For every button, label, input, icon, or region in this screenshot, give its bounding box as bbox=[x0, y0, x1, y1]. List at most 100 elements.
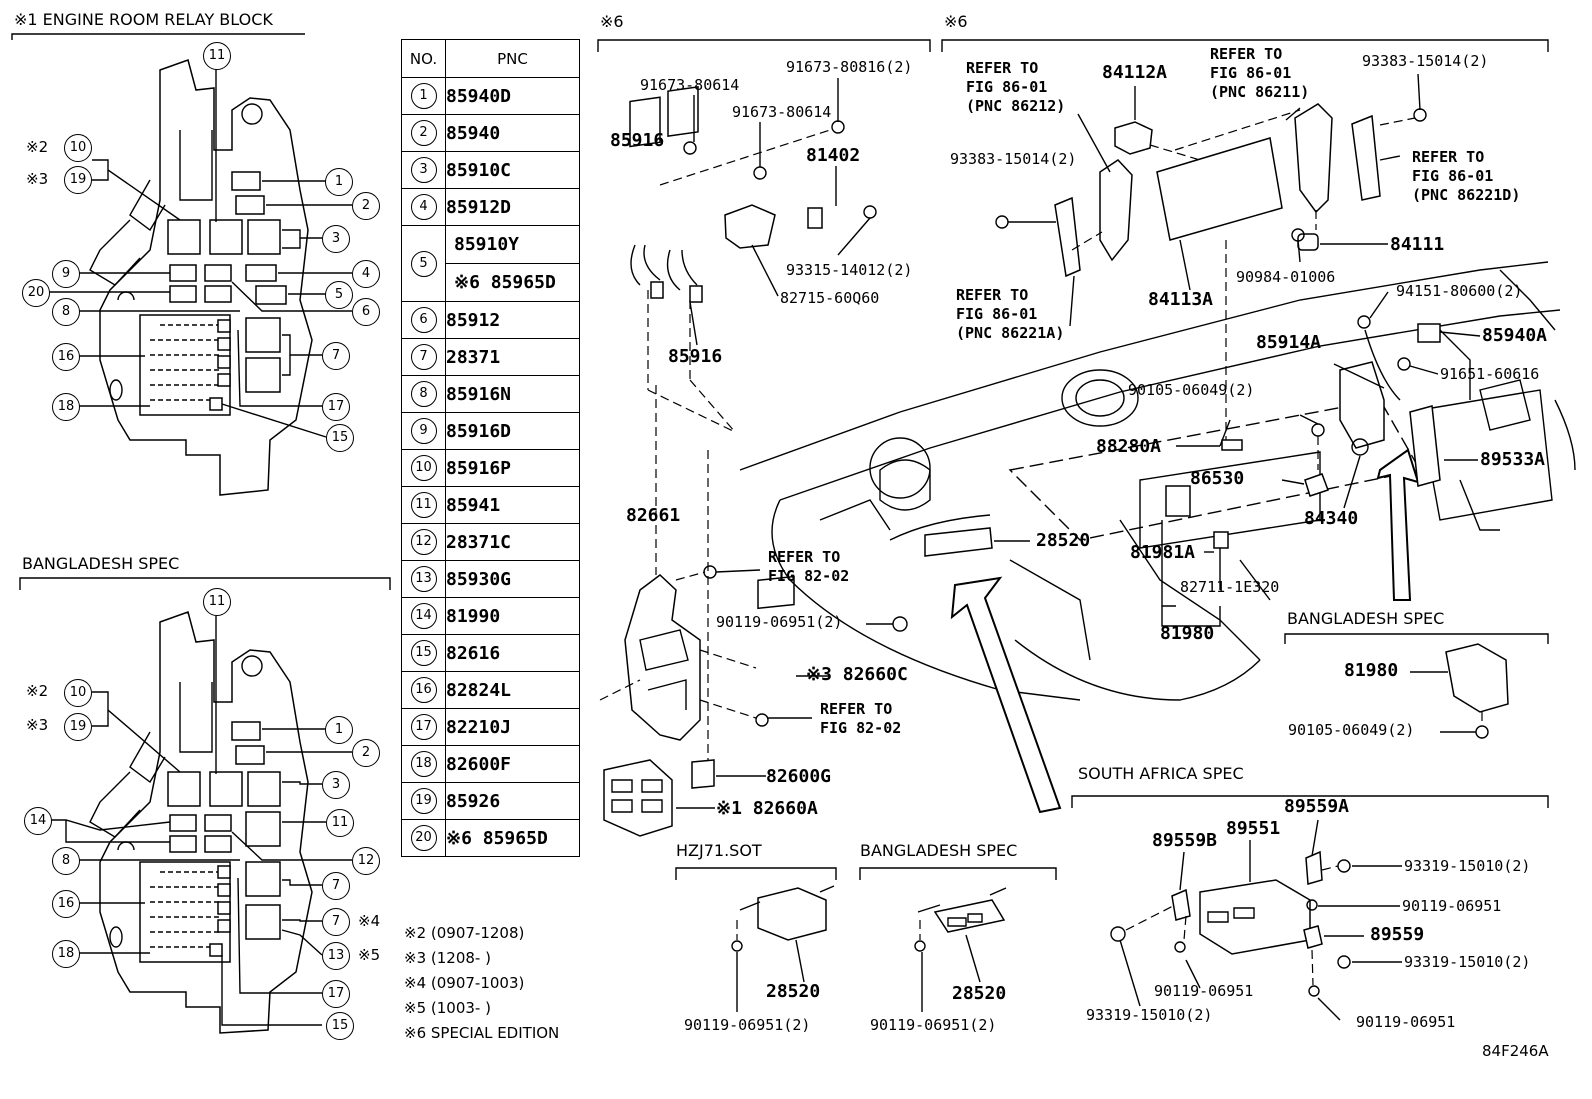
part-label: 84111 bbox=[1390, 234, 1445, 255]
callout-mark-4: ※4 bbox=[358, 912, 381, 930]
callout-17: 17 bbox=[322, 980, 350, 1008]
table-row: 12 28371C bbox=[401, 523, 580, 561]
row-number: 19 bbox=[410, 788, 437, 814]
part-label: 91651-60616 bbox=[1440, 365, 1540, 383]
callout-11: 11 bbox=[203, 588, 231, 616]
callout-mark-2: ※2 bbox=[26, 682, 49, 700]
table-row: 17 82210J bbox=[401, 708, 580, 746]
part-label: 88280A bbox=[1096, 436, 1162, 457]
figure-id: 84F246A bbox=[1482, 1042, 1549, 1060]
pnc-cell: 85912 bbox=[445, 301, 580, 339]
hzj71-title: HZJ71.SOT bbox=[676, 841, 762, 860]
part-label: 93315-14012(2) bbox=[786, 261, 913, 279]
special-edition-mark-b: ※6 bbox=[944, 12, 968, 31]
dashboard-outline bbox=[739, 261, 1576, 814]
part-label: 82661 bbox=[626, 505, 681, 526]
col-pnc-header: PNC bbox=[445, 39, 580, 78]
callout-3: 3 bbox=[322, 225, 350, 253]
callout-mark-3: ※3 bbox=[26, 716, 49, 734]
refer-fig-86-01-86221a: REFER TO FIG 86-01 (PNC 86221A) bbox=[956, 286, 1065, 342]
table-row: 1 85940D bbox=[401, 77, 580, 115]
table-row: 14 81990 bbox=[401, 597, 580, 635]
part-label: 84340 bbox=[1304, 508, 1359, 529]
pnc-cell: 28371 bbox=[445, 338, 580, 376]
pnc-cell: 85916P bbox=[445, 449, 580, 487]
part-label: 90119-06951 bbox=[1154, 982, 1254, 1000]
pnc-cell: 85930G bbox=[445, 560, 580, 598]
part-label: 93383-15014(2) bbox=[1362, 52, 1489, 70]
callout-1: 1 bbox=[325, 716, 353, 744]
row-number: 3 bbox=[410, 157, 437, 183]
row-number: 16 bbox=[410, 677, 437, 703]
row-number: 11 bbox=[410, 492, 437, 518]
row-number: 5 bbox=[410, 250, 437, 277]
callout-16: 16 bbox=[52, 343, 80, 371]
row-number: 7 bbox=[410, 344, 437, 370]
part-label: 85940A bbox=[1482, 325, 1548, 346]
table-row: 11 85941 bbox=[401, 486, 580, 524]
part-label: 81980 bbox=[1160, 623, 1215, 644]
note-5: ※5 (1003- ) bbox=[404, 999, 491, 1017]
special-edition-mark-a: ※6 bbox=[600, 12, 624, 31]
callout-15: 15 bbox=[326, 1012, 354, 1040]
south-africa-spec-title: SOUTH AFRICA SPEC bbox=[1078, 764, 1244, 783]
callout-2: 2 bbox=[352, 739, 380, 767]
part-label: 90119-06951(2) bbox=[684, 1016, 811, 1034]
part-label: 28520 bbox=[952, 983, 1007, 1004]
part-label: 89559B bbox=[1152, 830, 1218, 851]
row-number: 4 bbox=[410, 194, 437, 220]
part-label: 85916 bbox=[668, 346, 723, 367]
pnc-cell: 82600F bbox=[445, 745, 580, 783]
pnc-cell: 28371C bbox=[445, 523, 580, 561]
row-number: 18 bbox=[410, 751, 437, 777]
callout-8: 8 bbox=[52, 847, 80, 875]
callout-11: 11 bbox=[203, 42, 231, 70]
pnc-cell: 85941 bbox=[445, 486, 580, 524]
part-label: 93319-15010(2) bbox=[1404, 953, 1531, 971]
refer-fig-82-02-a: REFER TO FIG 82-02 bbox=[768, 548, 850, 585]
callout-mark-5: ※5 bbox=[358, 946, 381, 964]
part-label: 84112A bbox=[1102, 62, 1168, 83]
pnc-cell: 85940D bbox=[445, 77, 580, 115]
part-label: 84113A bbox=[1148, 289, 1214, 310]
part-label: ※3 82660C bbox=[806, 664, 908, 685]
pnc-cell: 81990 bbox=[445, 597, 580, 635]
pnc-table-header: NO. PNC bbox=[401, 39, 580, 78]
pnc-cell: 82210J bbox=[445, 708, 580, 746]
part-label: 90984-01006 bbox=[1236, 268, 1336, 286]
callout-3: 3 bbox=[322, 771, 350, 799]
pnc-cell-alt: ※6 85965D bbox=[446, 263, 579, 301]
row-number: 1 bbox=[410, 83, 437, 109]
row-number: 12 bbox=[410, 529, 437, 555]
row-number: 13 bbox=[410, 566, 437, 592]
pnc-cell: 85910C bbox=[445, 151, 580, 189]
row-number: 14 bbox=[410, 603, 437, 629]
relay-bracket-group bbox=[599, 78, 908, 837]
row-number: 9 bbox=[410, 418, 437, 444]
part-label: 82715-60Q60 bbox=[780, 289, 880, 307]
callout-19: 19 bbox=[64, 713, 92, 741]
pnc-cell: 85916D bbox=[445, 412, 580, 450]
part-label: 89559A bbox=[1284, 796, 1350, 817]
note-2: ※2 (0907-1208) bbox=[404, 924, 525, 942]
refer-fig-82-02-b: REFER TO FIG 82-02 bbox=[820, 700, 902, 737]
dashboard-components bbox=[889, 73, 1481, 627]
callout-13: 13 bbox=[322, 942, 350, 970]
table-row: 18 82600F bbox=[401, 745, 580, 783]
bangladesh-module bbox=[914, 887, 1007, 1012]
row-number: 17 bbox=[410, 714, 437, 740]
pnc-cell: 85910Y bbox=[454, 234, 520, 255]
south-africa-ecu bbox=[1110, 819, 1402, 1021]
pnc-cell: ※6 85965D bbox=[445, 819, 580, 857]
part-label: 89533A bbox=[1480, 449, 1546, 470]
note-6: ※6 SPECIAL EDITION bbox=[404, 1024, 560, 1042]
bangladesh-spec-left-title: BANGLADESH SPEC bbox=[22, 554, 180, 573]
callout-7: 7 bbox=[322, 342, 350, 370]
callout-17: 17 bbox=[322, 393, 350, 421]
part-label: 89551 bbox=[1226, 818, 1281, 839]
